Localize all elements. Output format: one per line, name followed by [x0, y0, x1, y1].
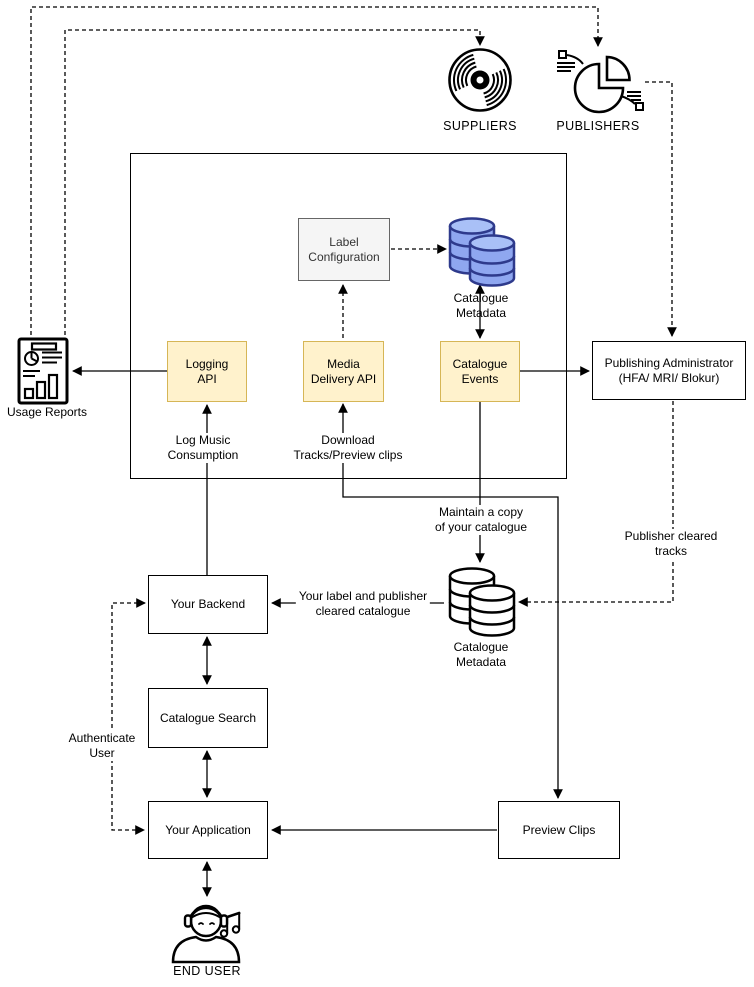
- node-media-delivery-api: Media Delivery API: [303, 341, 384, 402]
- edge-publishers-to-publishing-administrator: [645, 81, 677, 337]
- edge-authenticate-user: [111, 598, 146, 835]
- database-stack-icon-blue: [448, 217, 516, 287]
- node-your-application: Your Application: [148, 801, 268, 859]
- node-your-backend: Your Backend: [148, 575, 268, 634]
- node-preview-clips: Preview Clips: [498, 801, 620, 859]
- edge-label-your-label-cleared-catalogue: Your label and publisher cleared catalog…: [295, 589, 431, 619]
- edge-label-publisher-cleared-tracks: Publisher cleared tracks: [621, 529, 721, 559]
- edge-label-log-music-consumption: Log Music Consumption: [164, 433, 242, 463]
- report-document-icon: [17, 337, 69, 405]
- edge-usage-reports-to-publishers: [30, 6, 603, 335]
- publishers-label: PUBLISHERS: [556, 119, 640, 133]
- edge-label-authenticate-user: Authenticate User: [65, 731, 139, 761]
- edge-label-maintain-copy: Maintain a copy of your catalogue: [431, 505, 531, 535]
- edge-publishing-administrator-to-catalogue-metadata: [518, 401, 674, 607]
- usage-reports-label: Usage Reports: [6, 405, 88, 419]
- vinyl-record-icon: [448, 48, 512, 112]
- node-catalogue-events: Catalogue Events: [440, 341, 520, 402]
- catalogue-metadata-label-customer: Catalogue Metadata: [453, 640, 509, 669]
- catalogue-metadata-label-internal: Catalogue Metadata: [453, 291, 509, 320]
- database-stack-icon: [448, 567, 516, 637]
- edge-label-download-tracks: Download Tracks/Preview clips: [290, 433, 406, 463]
- node-catalogue-search: Catalogue Search: [148, 688, 268, 748]
- person-headphones-icon: [171, 904, 241, 964]
- node-logging-api: Logging API: [167, 341, 247, 402]
- edge-usage-reports-to-suppliers: [64, 29, 485, 335]
- end-user-label: END USER: [173, 964, 241, 978]
- node-publishing-administrator: Publishing Administrator (HFA/ MRI/ Blok…: [592, 341, 746, 400]
- pie-chart-icon: [557, 50, 644, 114]
- node-label-configuration: Label Configuration: [298, 218, 390, 281]
- suppliers-label: SUPPLIERS: [443, 119, 517, 133]
